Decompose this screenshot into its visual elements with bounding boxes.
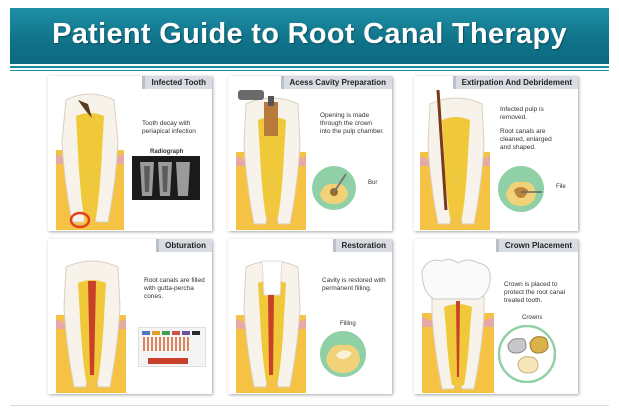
step-card-restoration: Restoration Cavity is restored with perm… [228, 239, 392, 394]
step-title: Acess Cavity Preparation [280, 76, 392, 89]
tooth-illustration-access-cavity [236, 90, 306, 230]
radiograph-caption: Radiograph [150, 149, 184, 155]
header-rule-top [10, 66, 609, 68]
gutta-percha-box-image [138, 327, 206, 367]
footer-rule [10, 405, 609, 406]
step-title: Infected Tooth [142, 76, 212, 89]
step-title: Restoration [332, 239, 392, 252]
step-description: Infected pulp is removed. [500, 106, 544, 121]
page-title: Patient Guide to Root Canal Therapy [52, 18, 567, 50]
step-description: Cavity is restored with permanent fillin… [322, 277, 386, 292]
filling-closeup-image [318, 329, 368, 379]
step-description: Crown is placed to protect the root cana… [504, 281, 566, 304]
step-card-access-cavity: Acess Cavity Preparation Opening is made… [228, 76, 392, 231]
tooth-illustration-extirpation [420, 90, 490, 230]
step-card-infected-tooth: Infected Tooth Tooth decay with periapic… [48, 76, 212, 231]
crowns-closeup-image [498, 325, 556, 383]
step-card-extirpation: Extirpation And Debridement Infected pul… [414, 76, 578, 231]
step-description: Root canals are filled with gutta-percha… [144, 277, 205, 300]
file-label: File [556, 184, 566, 190]
tooth-illustration-obturation [56, 260, 126, 393]
step-description-secondary: Root canals are cleaned, enlarged and sh… [500, 128, 552, 151]
step-title: Obturation [156, 239, 212, 252]
tooth-illustration-crown [421, 258, 494, 393]
tooth-illustration-infected [56, 93, 124, 230]
step-card-obturation: Obturation Root canals are filled with g… [48, 239, 212, 394]
header-rule-bottom [10, 70, 609, 71]
crowns-caption: Crowns [522, 315, 543, 321]
bur-label: Bur [368, 180, 378, 186]
step-title: Crown Placement [495, 239, 578, 252]
radiograph-image [132, 156, 200, 200]
file-closeup-image [496, 164, 546, 214]
step-card-crown-placement: Crown Placement Crown is placed to prote… [414, 239, 578, 394]
title-banner: Patient Guide to Root Canal Therapy [10, 8, 609, 64]
tooth-illustration-restoration [236, 260, 306, 393]
filling-caption: Filling [340, 321, 356, 327]
bur-closeup-image [310, 164, 358, 212]
step-description: Tooth decay with periapical infection [142, 120, 196, 135]
step-description: Opening is made through the crown into t… [320, 112, 384, 135]
step-title: Extirpation And Debridement [452, 76, 578, 89]
